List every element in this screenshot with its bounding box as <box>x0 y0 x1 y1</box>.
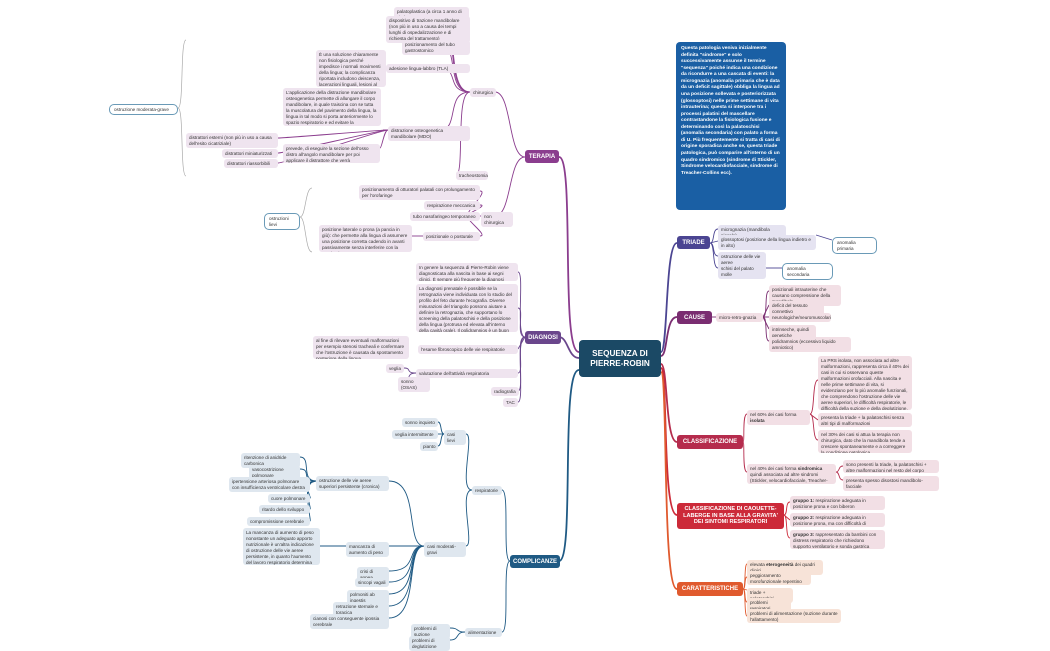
node-ostruzione-vie-aeree[interactable]: ostruzione delle vie aeree <box>718 252 766 268</box>
node-diagnosi-prenatale: La diagnosi prenatale è possibile se la … <box>416 284 518 332</box>
branch-complicanze[interactable]: COMPLICANZE <box>510 555 560 568</box>
node-respiratorie[interactable]: respiratorie <box>472 486 502 496</box>
node-polmoniti[interactable]: polmoniti ab ingestis <box>347 590 389 606</box>
description-note: Questa patologia veniva inizialmente def… <box>676 42 786 210</box>
node-distrattori-miniaturizzati[interactable]: distrattori miniaturizzati <box>222 149 278 159</box>
node-posizionale-description: posizione laterale o prona (a pancia in … <box>319 225 412 252</box>
node-veglia-intermittente[interactable]: veglia intermittente <box>392 430 438 440</box>
node-isolata-terapia: nel 30% dei casi si attua la terapia non… <box>818 430 912 453</box>
node-ostruzione-persistente[interactable]: ostruzione delle vie aeree superiori per… <box>316 476 389 492</box>
node-sonno-osas[interactable]: sonno (OSAS) <box>398 377 430 393</box>
node-sincopi-vagali[interactable]: sincopi vagali <box>355 578 389 588</box>
node-sonno-inquieto[interactable]: sonno inquieto <box>402 418 438 428</box>
node-tlv-description: È una soluzione chiaramente non fisiolog… <box>316 50 386 87</box>
node-gruppo-1[interactable]: gruppo 1: respirazione adeguata in posiz… <box>790 496 885 510</box>
node-sindromica-malformazioni: sono presenti la triade, la palatoschisi… <box>843 460 939 473</box>
node-radiografia[interactable]: radiografia <box>491 387 519 397</box>
node-micro-retro-gnazia[interactable]: micro-retro-gnazia <box>716 313 763 323</box>
branch-diagnosi[interactable]: DIAGNOSI <box>525 331 561 344</box>
node-glossoptosi[interactable]: glossoptosi (posizione della lingua indi… <box>718 235 816 251</box>
node-ipertensione-polmonare[interactable]: ipertensione arteriosa polmonare con ins… <box>229 477 310 493</box>
node-non-chirurgica[interactable]: non chirurgica <box>481 212 513 228</box>
node-ostruzione-moderata-grave[interactable]: ostruzione moderata-grave <box>109 104 178 116</box>
node-cause-connettivo[interactable]: deficit del tessuto connettivo <box>769 301 824 317</box>
node-pianto[interactable]: pianto <box>420 442 438 452</box>
node-diagnosi-nascita: In genere la sequenza di Pierre-Robin vi… <box>416 263 518 281</box>
node-mdo[interactable]: distrazione osteogenetica mandibolare (M… <box>388 126 470 142</box>
branch-terapia[interactable]: TERAPIA <box>525 150 559 163</box>
node-cause-neurologiche[interactable]: neurologiche/neuromuscolari <box>769 313 831 323</box>
node-distrattori-esterni[interactable]: distrattori esterni (non più in uso a ca… <box>186 133 278 149</box>
node-isolata-description: La PRS isolata, non associata ad altre m… <box>818 356 912 410</box>
node-valutazione-respiratoria[interactable]: valutazione dell'attività respiratoria <box>416 369 518 379</box>
node-dispositivo-trazione[interactable]: dispositivo di trazione mandibolare (non… <box>386 16 470 44</box>
node-casi-moderati-gravi[interactable]: casi moderati-gravi <box>424 542 466 558</box>
node-sindromica-disostosi: presenta spesso disostosi mandibolo-facc… <box>843 476 939 492</box>
node-fibroscopia-description: al fine di rilevare eventuali malformazi… <box>313 336 409 359</box>
node-compromissione-cerebrale[interactable]: compromissione cerebrale <box>247 517 310 527</box>
node-cuore-polmonare[interactable]: cuore polmonare <box>268 494 310 504</box>
node-otturatori-palatali[interactable]: posizionamento di otturatori palatali co… <box>359 185 480 201</box>
branch-triade[interactable]: TRIADE <box>677 236 710 249</box>
node-tubo-gastrostomico[interactable]: posizionamento del tubo gastrostomico <box>402 40 470 56</box>
node-tac[interactable]: TAC <box>503 398 518 408</box>
node-gruppo-2[interactable]: gruppo 2: respirazione adeguata in posiz… <box>790 513 885 527</box>
branch-classificazione[interactable]: CLASSIFICAZIONE <box>677 435 743 449</box>
node-peso-description: La mancanza di aumento di peso nonostant… <box>243 528 320 565</box>
node-problemi-alimentazione[interactable]: problemi di alimentazione (suzione duran… <box>747 609 841 623</box>
node-isolata-triade: presenta la triade + la palatoschisi sen… <box>818 413 912 427</box>
node-cause-polidramnios[interactable]: polidramnios (eccessivo liquido amniotic… <box>769 337 851 353</box>
node-distrattori-riassorbibili[interactable]: distrattori riassorbibili <box>224 159 278 169</box>
branch-caratteristiche[interactable]: CARATTERISTICHE <box>677 582 743 596</box>
node-tla[interactable]: adesione lingua-labbro (TLA) <box>386 64 470 74</box>
node-anomalia-secondaria[interactable]: anomalia secondaria <box>782 263 833 281</box>
branch-caouette-laberge[interactable]: CLASSIFICAZIONE DI CAOUETTE-LABERGE IN B… <box>677 503 784 529</box>
node-anomalia-primaria[interactable]: anomalia primaria <box>832 237 877 255</box>
node-anidride-carbonica[interactable]: ritenzione di anidride carbonica <box>241 453 300 469</box>
node-mancanza-aumento-peso[interactable]: mancanza di aumento di peso <box>346 542 389 558</box>
node-tubo-nasofaringeo[interactable]: tubo nasofaringeo temporaneo <box>410 212 480 222</box>
node-chirurgica[interactable]: chirurgica <box>470 88 496 98</box>
node-forma-sindromica[interactable]: nel 40% dei casi forma sindromica quindi… <box>747 464 836 484</box>
node-mdo-procedura: prevede, di eseguire la sezione dell'oss… <box>283 144 380 163</box>
node-esame-fibroscopico[interactable]: l'esame fibroscopico delle vie respirato… <box>418 345 518 355</box>
node-gruppo-3[interactable]: gruppo 3: rappresentato da bambini con d… <box>790 530 885 549</box>
node-peggioramento[interactable]: peggioramento morofunzionale repentino p… <box>747 571 811 585</box>
node-mdo-description: L'applicazione della distrazione mandibo… <box>283 88 381 126</box>
node-tracheostomia[interactable]: tracheostomia <box>456 171 488 181</box>
node-veglia[interactable]: veglia <box>386 364 404 374</box>
central-topic[interactable]: SEQUENZA DI PIERRE-ROBIN <box>579 340 661 377</box>
node-ostruzioni-lievi[interactable]: ostruzioni lievi <box>264 213 300 231</box>
node-problemi-deglutizione[interactable]: problemi di deglutizione <box>409 636 450 651</box>
node-casi-lievi[interactable]: casi lievi <box>444 430 466 446</box>
node-vasocostrizione[interactable]: vasocostrizione polmonare <box>249 465 300 481</box>
node-posizionale-posturale[interactable]: posizionale o posturale <box>423 232 480 242</box>
node-retrazione-sternale[interactable]: retrazione sternale e toracica <box>333 602 389 618</box>
node-schisi-palato[interactable]: schisi del palato molle <box>718 264 766 280</box>
node-cause-genetiche[interactable]: intrinseche, quindi genetiche <box>769 325 816 341</box>
node-problemi-suzione[interactable]: problemi di suzione <box>411 624 450 640</box>
branch-cause[interactable]: CAUSE <box>677 311 712 324</box>
node-ritardo-sviluppo[interactable]: ritardo dello sviluppo <box>259 505 310 515</box>
node-respirazione-meccanica[interactable]: respirazione meccanica <box>424 201 480 211</box>
node-alimentazione[interactable]: alimentazione <box>465 628 502 638</box>
node-forma-isolata[interactable]: nel 60% dei casi forma isolata <box>747 410 810 426</box>
node-cianosi[interactable]: cianosi con conseguente ipossia cerebral… <box>310 614 389 630</box>
